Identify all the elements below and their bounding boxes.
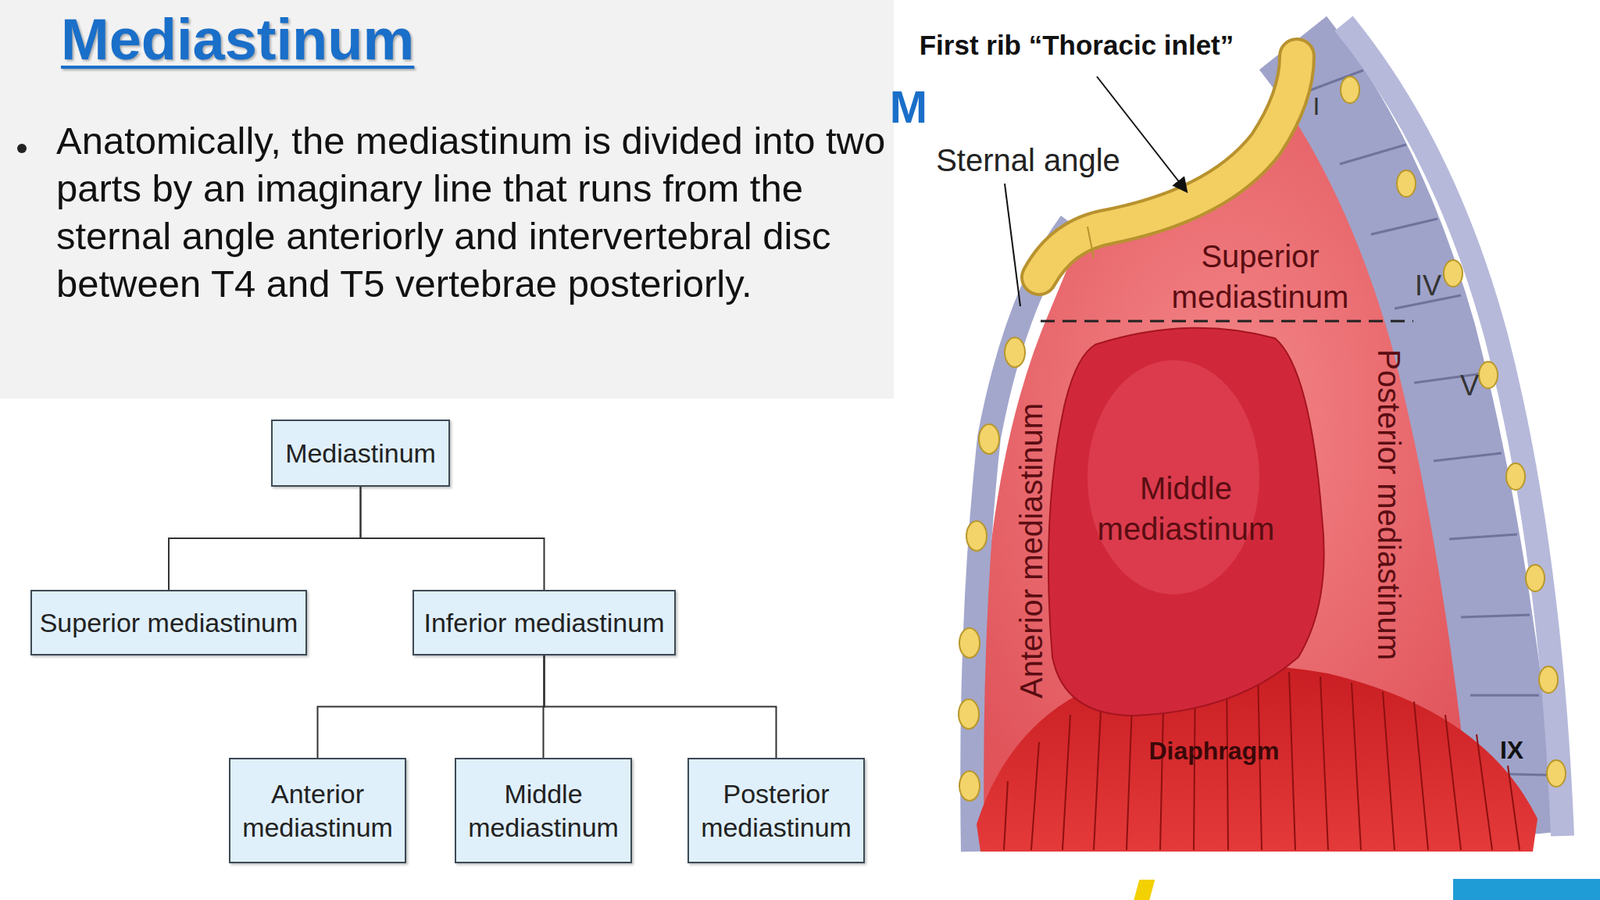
tree-box: Middle mediastinum — [454, 757, 633, 864]
tree-box: Anterior mediastinum — [228, 757, 407, 864]
slide-title: Mediastinum — [60, 6, 415, 73]
bullet-dot — [17, 143, 27, 154]
heart-outline — [1048, 328, 1325, 716]
box-label: Middle mediastinum — [462, 777, 625, 844]
leader-line — [1004, 183, 1021, 307]
annotation-label: M — [889, 77, 928, 136]
box-label: Posterior mediastinum — [695, 777, 858, 844]
tree-box: Mediastinum — [271, 419, 450, 487]
tree-connector — [543, 655, 545, 758]
region-label: Anterior mediastinum — [1010, 403, 1052, 699]
box-label: Mediastinum — [285, 436, 436, 471]
annotation-label: Sternal angle — [935, 139, 1121, 181]
tree-connector — [168, 486, 361, 590]
region-label: Posterior mediastinum — [1368, 349, 1410, 661]
annotation-label: Diaphragm — [1148, 735, 1279, 768]
annotation-label: Superior mediastinum — [1142, 235, 1378, 318]
box-label: Anterior mediastinum — [236, 777, 399, 844]
manubrium-joint — [1087, 226, 1094, 258]
annotation-label: IX — [1500, 734, 1524, 768]
tree-box: Superior mediastinum — [30, 589, 308, 656]
tree-connector — [317, 655, 545, 758]
heart-region: Middle mediastinum — [1040, 321, 1332, 720]
box-label: Inferior mediastinum — [423, 606, 665, 640]
diaphragm-muscle — [976, 664, 1538, 852]
corner-accent — [1453, 878, 1600, 900]
posterior-rib-sections — [1340, 76, 1566, 787]
region-name: Middle mediastinum — [1084, 467, 1288, 550]
tree-connector — [544, 655, 777, 758]
annotation-label: V — [1460, 367, 1479, 405]
box-label: Superior mediastinum — [39, 606, 299, 640]
corner-accent — [1133, 879, 1155, 900]
annotation-label: I — [1313, 90, 1321, 124]
bullet-text: Anatomically, the mediastinum is divided… — [56, 117, 889, 308]
sternal-plane-line — [1040, 320, 1414, 323]
annotation-label: First rib “Thoracic inlet” — [919, 27, 1235, 64]
tree-box: Posterior mediastinum — [687, 757, 865, 864]
tree-connector — [360, 486, 545, 590]
tree-box: Inferior mediastinum — [412, 589, 676, 656]
annotation-label: IV — [1414, 267, 1442, 305]
